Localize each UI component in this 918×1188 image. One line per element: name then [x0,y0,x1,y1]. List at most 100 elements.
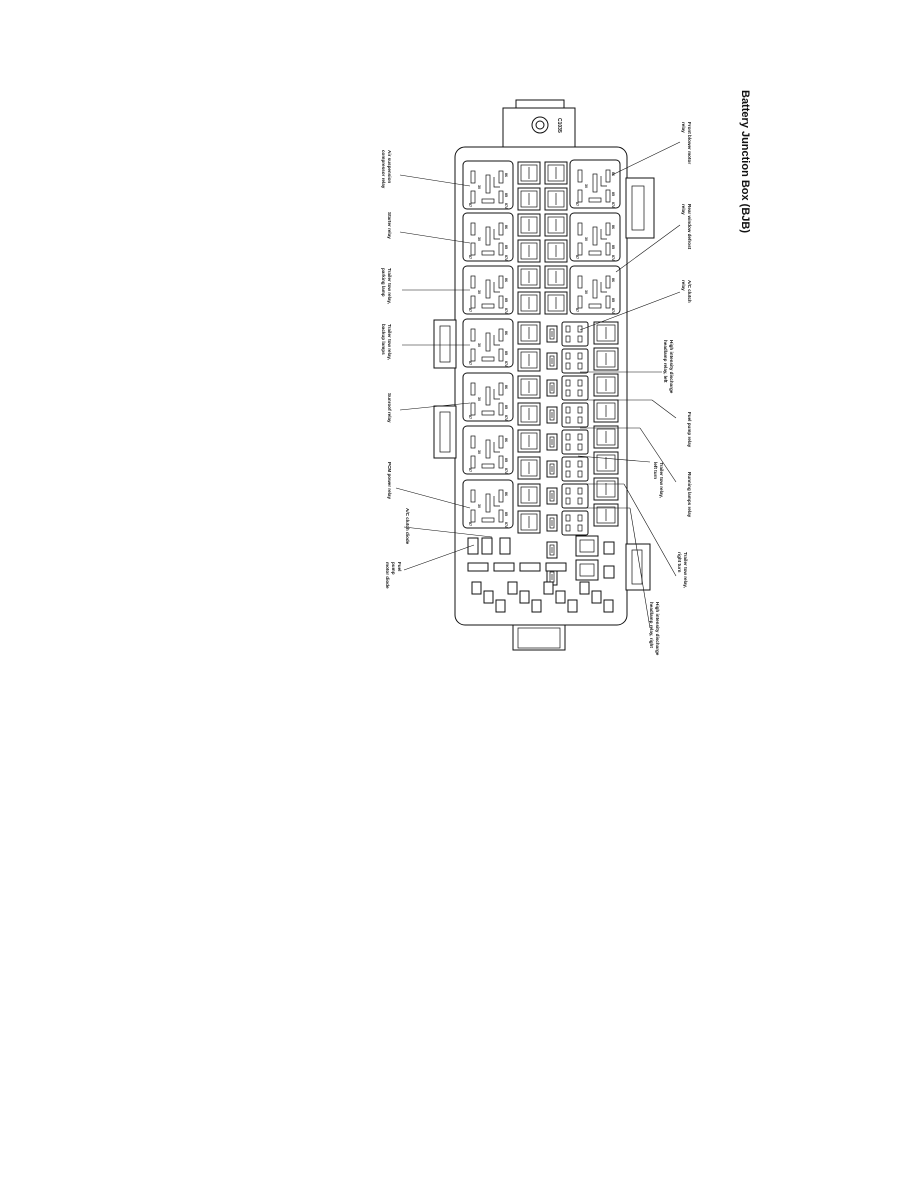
mini-fuse [519,562,541,572]
relay-pin-label: 87 [575,255,579,259]
relay-pin-label: 30 [477,237,481,241]
connector-label: C1035 [556,118,562,133]
relay-pin-label: 86 [504,278,508,282]
fuse-35 [593,451,619,475]
bottom-fuse-7 [555,590,566,604]
fuse-inner [547,164,565,182]
fuse-inner [596,506,616,524]
micro-relay-pin [577,443,583,451]
top-connector: C1035 [502,99,576,149]
left-labels: Air suspension compressor relay Starter … [381,150,410,589]
relay-housing [569,265,621,315]
relay-pin-label: 30 [584,184,588,188]
micro-relay-pin [577,352,583,360]
relay-pin-label: 86 [504,331,508,335]
relay-pin-label: 87 [468,203,472,207]
fuse-inner [549,517,555,529]
relay-housing [462,318,514,368]
label-hid-left-relay: High intensity discharge headlamp relay,… [663,340,674,395]
fuse-inner [596,376,616,394]
relay-pin-label: 87A [504,522,508,529]
relay-terminal [470,190,476,204]
bottom-fuse-9 [579,581,590,595]
micro-relay-7 [561,510,589,536]
bottom-relay-inner [579,563,595,577]
fuse-9 [544,265,568,289]
relay-pin-label: 85 [611,245,615,249]
bottom-fuse-body [531,599,542,613]
relay-pin-label: 87A [504,415,508,422]
relay-pin-label: 30 [584,237,588,241]
small-components [467,535,615,613]
relay-terminal [470,295,476,309]
mini-fuse [545,562,567,572]
relay-terminal [592,226,598,246]
micro-relay-pin [577,514,583,522]
relay-terminal [498,295,504,309]
diode-body [481,537,493,555]
relay-terminal [485,493,491,513]
fuse-8 [517,265,541,289]
bottom-relay-1 [575,559,599,581]
fuse-inner [549,463,555,475]
micro-relay-pin [577,487,583,495]
micro-relay-pin [565,406,571,414]
label-ac-clutch-diode: A/C clutch diode [405,508,410,545]
label-trailer-left-turn: Trailer tow relay, left turn [653,462,664,499]
bottom-fuse-4 [519,590,530,604]
relay-pin-label: 30 [477,343,481,347]
micro-relay-0 [561,321,589,347]
relay-pin-label: 85 [504,405,508,409]
relay-terminal [470,242,476,256]
fuse-16 [517,429,541,453]
bottom-fuse-body [555,590,566,604]
relay-pin-label: 85 [504,458,508,462]
micro-relay-pin [565,514,571,522]
fuse-17 [517,456,541,480]
label-pcm-power-relay: PCM power relay [387,462,392,499]
relay-terminal [498,190,504,204]
mini-fuse-row-3 [545,562,567,572]
fuse-12 [517,321,541,345]
fuse-3 [544,187,568,211]
bottom-fuse-6 [543,581,554,595]
bottom-fuse-2 [495,599,506,613]
relay-pin-label: 86 [504,225,508,229]
bottom-fuse-0 [471,581,482,595]
relay-terminal [605,242,611,256]
relay-housing [462,212,514,262]
bottom-fuse-body [567,599,578,613]
relay-terminal [605,295,611,309]
bottom-relay-body [575,535,599,557]
fuse-20 [546,325,558,343]
mini-fuse-row-1 [493,562,515,572]
fuse-21 [546,352,558,370]
relay-pin-label: 30 [477,504,481,508]
fuse-2 [517,187,541,211]
relay-terminal [498,402,504,416]
micro-relay-pin [565,325,571,333]
fuse-37 [593,503,619,527]
fuse-31 [593,347,619,371]
relay-pin-label: 30 [477,397,481,401]
fuse-inner [596,402,616,420]
relay-pin-label: 86 [611,172,615,176]
relay-terminal [481,463,495,469]
bottom-fuse-body [483,590,494,604]
fuse-inner [549,328,555,340]
label-fuel-pump-relay: Fuel pump relay [687,412,692,448]
fuse-inner [596,350,616,368]
relay-trace [600,229,607,240]
fuse-inner [547,268,565,286]
fuse-30 [593,321,619,345]
fuse-26 [546,487,558,505]
micro-relay-4 [561,429,589,455]
relay-terminal [498,382,504,396]
micro-relay-housing [561,321,589,347]
micro-relay-pin [565,460,571,468]
relay-pin-label: 87 [468,308,472,312]
